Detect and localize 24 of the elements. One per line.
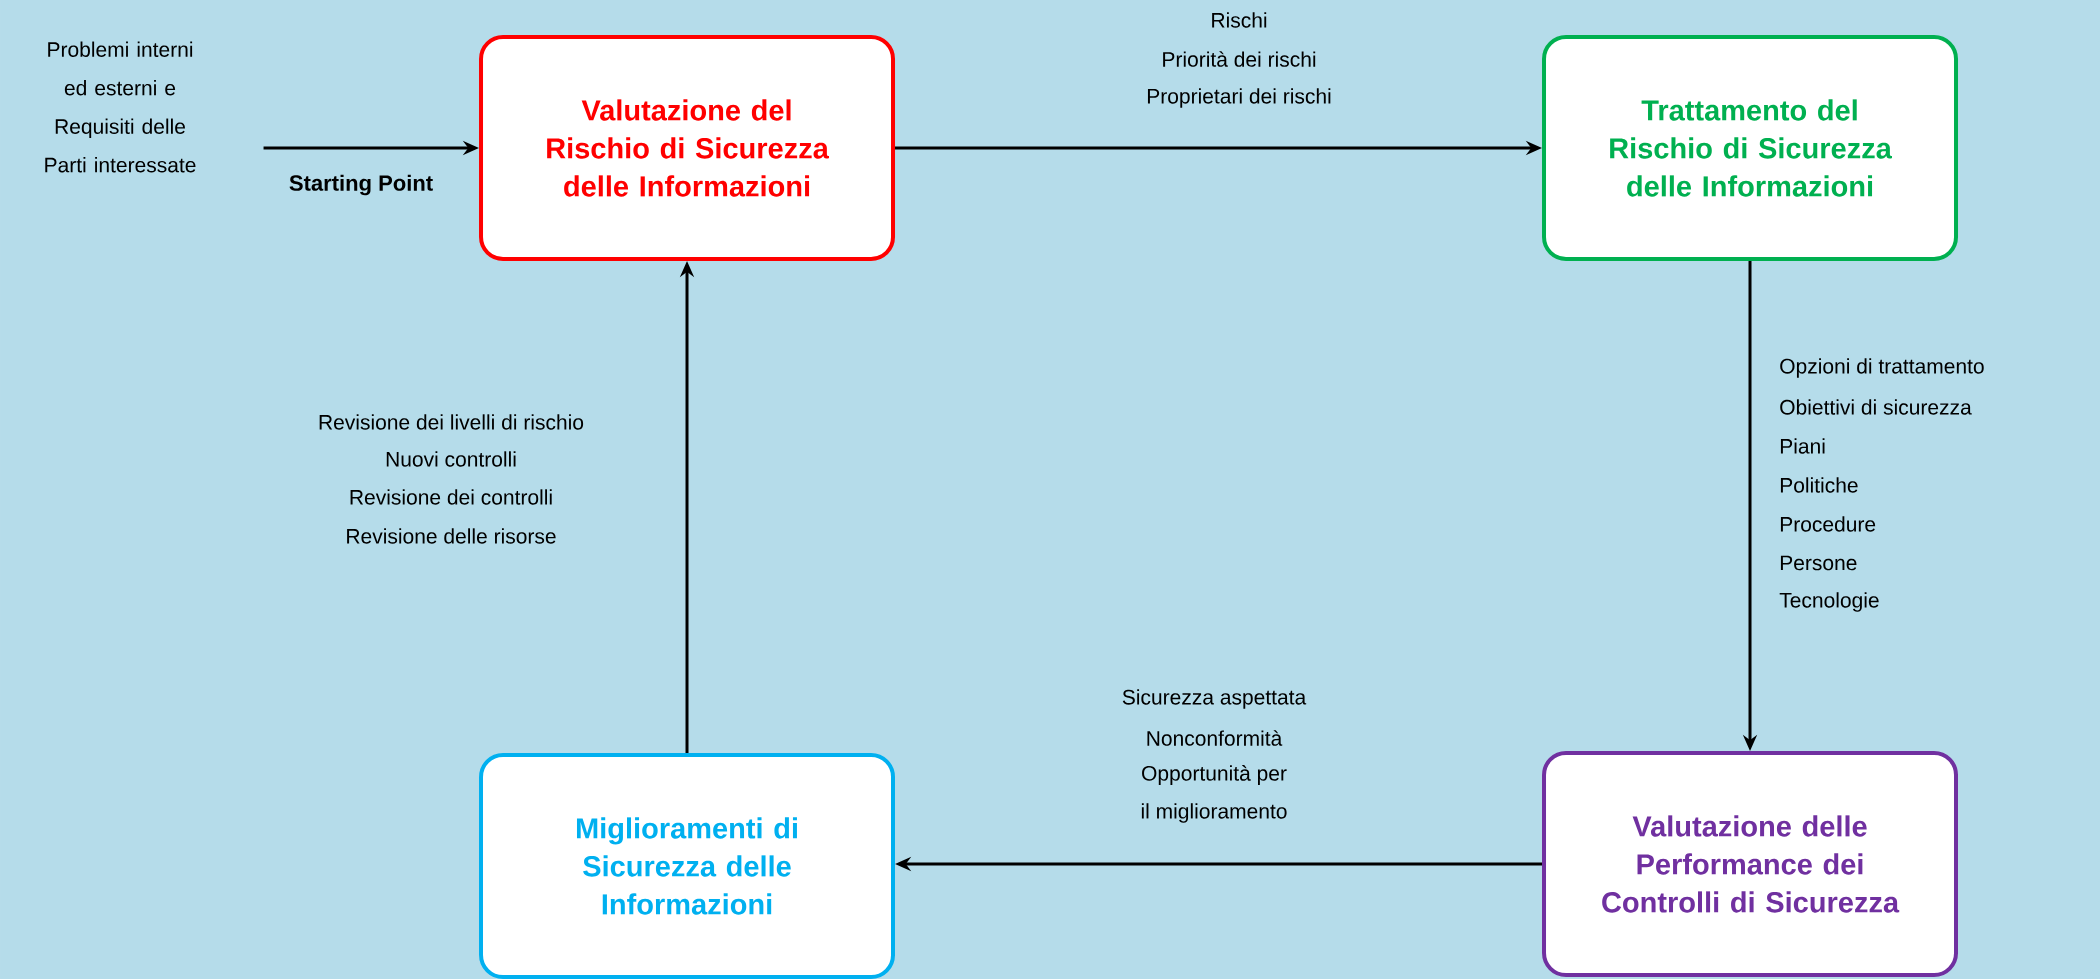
process-box: Trattamento del Rischio di Sicurezza delle Informazioni	[1542, 35, 1958, 261]
flow-item: Politiche	[1780, 477, 1858, 493]
flow-item: Revisione dei livelli di rischio	[319, 414, 584, 430]
flow-item: Procedure	[1780, 516, 1876, 532]
process-box: Miglioramenti di Sicurezza delle Informazioni	[479, 753, 895, 979]
flow-item: Obiettivi di sicurezza	[1780, 399, 1972, 415]
flow-item: Revisione delle risorse	[347, 528, 556, 544]
flow-item: Revisione dei controlli	[350, 489, 552, 505]
edge-label: Starting Point	[289, 174, 433, 196]
flow-item: Priorità dei rischi	[1163, 51, 1316, 67]
flow-item: il miglioramento	[1141, 803, 1287, 823]
input-text: Problemi interni ed esterni e Requisiti delle Parti interessate	[45, 41, 196, 173]
flow-item: Opportunità per	[1142, 765, 1287, 785]
flow-item: Sicurezza aspettata	[1122, 689, 1307, 709]
flow-item: Persone	[1780, 555, 1857, 571]
process-box: Valutazione del Rischio di Sicurezza delle Informazioni	[479, 35, 895, 261]
flow-item: Opzioni di trattamento	[1780, 358, 1984, 378]
flow-item: Nuovi controlli	[386, 451, 516, 467]
flow-item: Nonconformità	[1147, 730, 1283, 746]
flow-item: Proprietari dei rischi	[1147, 88, 1331, 108]
process-box: Valutazione delle Performance dei Controlli di Sicurezza	[1542, 751, 1958, 977]
flow-item: Tecnologie	[1779, 592, 1879, 612]
flow-item: Piani	[1780, 438, 1825, 454]
flow-item: Rischi	[1212, 12, 1267, 28]
